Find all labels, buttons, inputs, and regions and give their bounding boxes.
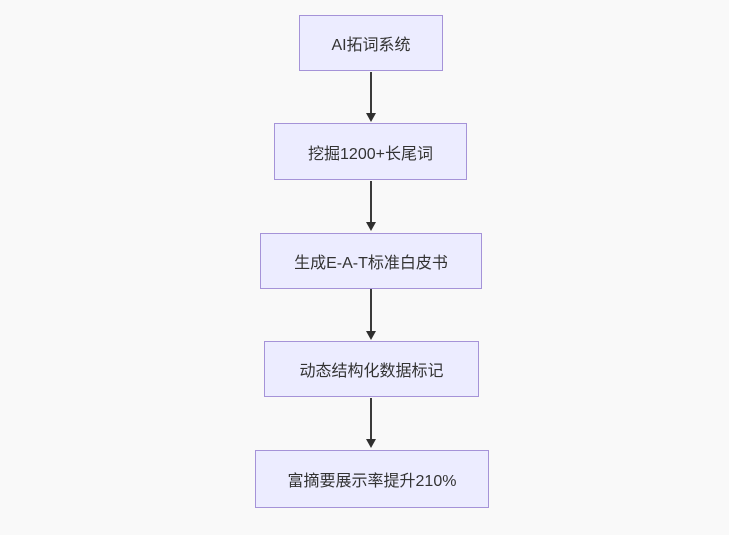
flow-node-label: 生成E-A-T标准白皮书: [294, 255, 448, 272]
flow-arrow-n4-n5: [365, 398, 377, 448]
flow-node-longtail-keywords: 挖掘1200+长尾词: [274, 123, 467, 180]
flow-node-label: 富摘要展示率提升210%: [287, 473, 457, 490]
flow-node-rich-snippet-result: 富摘要展示率提升210%: [255, 450, 489, 508]
arrowhead-down-icon: [366, 331, 376, 340]
flow-node-structured-data-markup: 动态结构化数据标记: [264, 341, 479, 397]
arrow-line: [370, 72, 372, 113]
flow-arrow-n2-n3: [365, 181, 377, 231]
flow-node-label: 挖掘1200+长尾词: [308, 145, 433, 163]
flow-node-label: 动态结构化数据标记: [299, 363, 444, 380]
flow-arrow-n3-n4: [365, 289, 377, 340]
arrow-line: [370, 398, 372, 439]
flow-node-label: AI拓词系统: [331, 37, 411, 54]
flow-arrow-n1-n2: [365, 72, 377, 122]
arrowhead-down-icon: [366, 113, 376, 122]
flow-node-eat-whitepaper: 生成E-A-T标准白皮书: [260, 233, 482, 289]
flow-node-ai-expansion-system: AI拓词系统: [299, 15, 443, 71]
arrow-line: [370, 289, 372, 331]
arrow-line: [370, 181, 372, 222]
arrowhead-down-icon: [366, 439, 376, 448]
arrowhead-down-icon: [366, 222, 376, 231]
